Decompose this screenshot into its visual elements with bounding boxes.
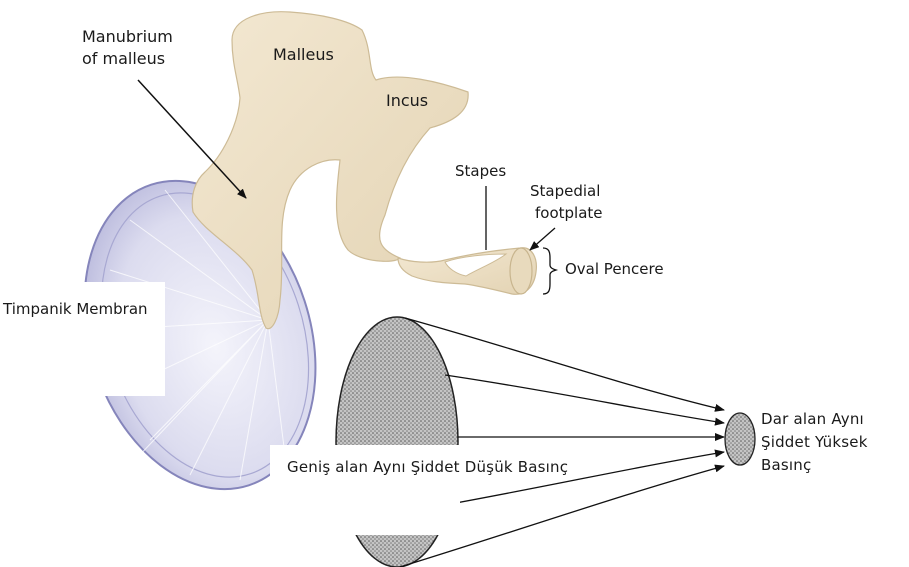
incus-label: Incus bbox=[386, 91, 428, 110]
footplate-label-line1: Stapedial bbox=[530, 182, 600, 200]
stapes-label: Stapes bbox=[455, 162, 506, 180]
wide-area-line3: Düşük Basınç bbox=[465, 458, 568, 476]
oval-window-label: Oval Pencere bbox=[565, 260, 664, 278]
malleus-label: Malleus bbox=[273, 45, 334, 64]
oval-window-brace bbox=[543, 248, 556, 294]
wide-area-label: Geniş alan Aynı Şiddet Düşük Basınç bbox=[287, 455, 568, 479]
tympanic-label-line2: Membran bbox=[76, 300, 147, 318]
wide-area-line2: Aynı Şiddet bbox=[373, 458, 460, 476]
narrow-area-label: Dar alan Aynı Şiddet Yüksek Basınç bbox=[761, 408, 909, 477]
tympanic-label-line1: Timpanik bbox=[3, 300, 72, 318]
narrow-area-line1: Dar alan bbox=[761, 410, 826, 428]
wide-area-line1: Geniş alan bbox=[287, 458, 368, 476]
manubrium-label-line2: of malleus bbox=[82, 49, 165, 68]
narrow-area-ellipse bbox=[725, 413, 755, 465]
tympanic-membrane-label: Timpanik Membran bbox=[3, 298, 148, 320]
manubrium-label-line1: Manubrium bbox=[82, 27, 173, 46]
footplate-label-line2: footplate bbox=[535, 204, 603, 222]
footplate-pointer bbox=[530, 228, 555, 250]
